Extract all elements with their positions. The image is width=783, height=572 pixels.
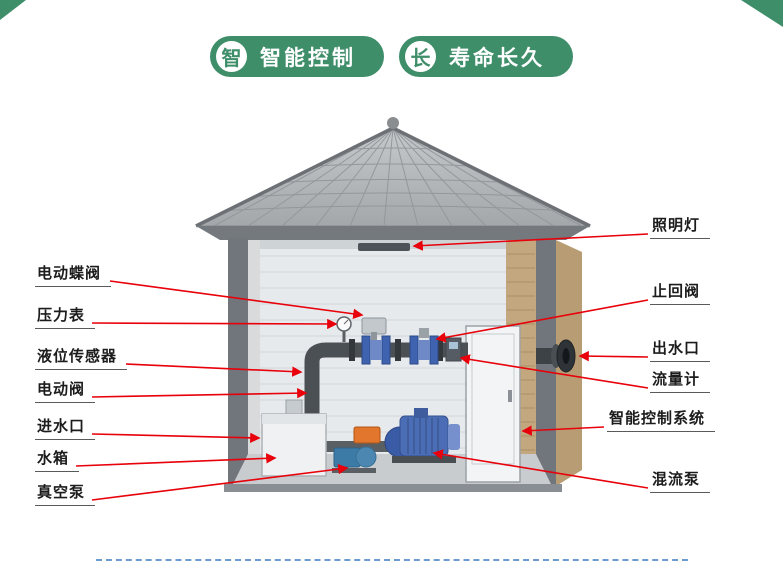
longevity-icon: 长 xyxy=(405,41,436,72)
pipe-assembly xyxy=(304,339,468,420)
label-electric-valve: 电动阀 xyxy=(35,378,96,403)
label-water-outlet: 出水口 xyxy=(650,337,711,362)
bottom-dashed-divider xyxy=(96,559,688,561)
leader-check-valve xyxy=(435,299,649,343)
label-check-valve: 止回阀 xyxy=(650,280,711,305)
flow-meter xyxy=(445,337,462,362)
leader-liquid-level-sensor xyxy=(125,363,303,377)
leader-vacuum-pump xyxy=(91,463,349,501)
leader-lighting-lamp xyxy=(412,233,649,251)
mixed-flow-pump xyxy=(384,408,460,463)
label-liquid-level-sensor: 液位传感器 xyxy=(35,345,128,370)
label-water-tank: 水箱 xyxy=(35,447,80,472)
pillar-left xyxy=(228,238,248,488)
label-smart-control-system: 智能控制系统 xyxy=(607,407,716,432)
label-electric-butterfly-valve: 电动蝶阀 xyxy=(35,262,112,287)
leader-flow-meter xyxy=(459,354,649,389)
label-mixed-flow-pump: 混流泵 xyxy=(650,468,711,493)
feature-badges: 智 智能控制 长 寿命长久 xyxy=(0,36,783,77)
label-vacuum-pump: 真空泵 xyxy=(35,481,96,506)
house-structure xyxy=(195,117,591,492)
roof-finial xyxy=(387,117,399,129)
label-water-inlet: 进水口 xyxy=(35,415,96,440)
left-inner-shadow xyxy=(248,240,260,466)
badge-long-life-label: 寿命长久 xyxy=(449,46,545,70)
badge-long-life: 长 寿命长久 xyxy=(399,36,573,77)
leader-electric-butterfly-valve xyxy=(109,280,364,319)
badge-smart-control: 智 智能控制 xyxy=(210,36,384,77)
label-flow-meter: 流量计 xyxy=(650,368,711,393)
equipment xyxy=(261,316,576,483)
butterfly-valve xyxy=(361,317,391,365)
leader-mixed-flow-pump xyxy=(432,449,649,489)
ceiling-light xyxy=(358,243,410,251)
leader-water-outlet xyxy=(578,350,649,362)
badge-smart-control-label: 智能控制 xyxy=(260,46,356,70)
outlet-flange xyxy=(536,339,576,373)
vacuum-pump xyxy=(332,426,381,473)
label-lighting-lamp: 照明灯 xyxy=(650,214,711,239)
label-pressure-gauge: 压力表 xyxy=(35,304,96,329)
leader-water-tank xyxy=(75,453,277,467)
roof xyxy=(195,117,591,228)
suction-pipe xyxy=(300,441,400,452)
leader-water-inlet xyxy=(91,432,261,443)
control-cabinet xyxy=(465,325,521,483)
check-valve xyxy=(409,328,439,365)
water-tank xyxy=(261,399,327,477)
leader-smart-control-system xyxy=(521,425,605,436)
leader-pressure-gauge xyxy=(91,318,338,330)
smart-icon: 智 xyxy=(216,41,247,72)
leader-electric-valve xyxy=(91,387,308,399)
leader-lines xyxy=(75,233,649,501)
base-band xyxy=(224,484,562,492)
eave-board xyxy=(196,226,590,240)
